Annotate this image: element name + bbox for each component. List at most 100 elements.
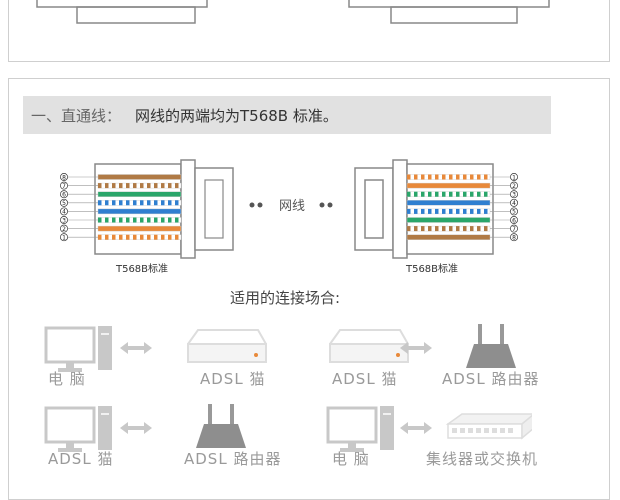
wire-stripe — [449, 191, 453, 197]
device-label: ADSL 猫 — [332, 370, 398, 388]
wire-stripe — [470, 208, 474, 214]
pin-marker — [60, 233, 68, 242]
switch-icon — [445, 413, 532, 440]
wire-stripe — [463, 191, 467, 197]
computer-icon — [326, 406, 394, 452]
wire-stripe — [140, 200, 144, 206]
cable-label: 网线 — [279, 199, 305, 214]
wire-stripe — [414, 191, 418, 197]
wire-stripe — [477, 174, 481, 180]
wire-stripe — [154, 200, 158, 206]
wire-stripe — [112, 217, 116, 223]
wire — [406, 200, 491, 206]
pin-number: 5 — [512, 209, 516, 216]
section-heading: 一、直通线： — [31, 106, 122, 125]
wire-stripe — [449, 226, 453, 232]
pin-marker — [60, 173, 68, 181]
wire-stripe — [175, 217, 179, 223]
wire-stripe — [435, 208, 439, 214]
wire-stripe — [105, 183, 109, 189]
wire-stripe — [161, 183, 165, 189]
wire-stripe — [484, 208, 488, 214]
pin-marker — [510, 181, 518, 190]
wire-stripe — [98, 234, 102, 240]
wire-stripe — [133, 183, 137, 189]
wire-stripe — [428, 191, 432, 197]
wire-stripe — [435, 174, 439, 180]
wire-stripe — [456, 208, 460, 214]
device-label: 电 脑 — [332, 450, 370, 468]
pin-number: 1 — [62, 235, 66, 242]
wire-stripe — [421, 174, 425, 180]
wire-stripe — [477, 226, 481, 232]
wire-stripe — [407, 191, 411, 197]
computer-icon — [44, 326, 112, 372]
wire-stripe — [154, 183, 158, 189]
wire-stripe — [470, 191, 474, 197]
wire-stripe — [119, 183, 123, 189]
wire-stripe — [414, 174, 418, 180]
bidirectional-arrow-icon — [120, 342, 152, 354]
section-header: 一、直通线： 网线的两端均为T568B 标准。 — [23, 96, 551, 134]
previous-panel — [8, 0, 610, 62]
wire-stripe — [161, 234, 165, 240]
computer-icon — [44, 406, 112, 452]
wire-stripe — [470, 226, 474, 232]
wire-stripe — [168, 200, 172, 206]
wire-stripe — [463, 226, 467, 232]
pin-number: 2 — [62, 226, 66, 233]
wire-stripe — [161, 200, 165, 206]
wire-stripe — [456, 226, 460, 232]
wire-stripe — [449, 208, 453, 214]
wire-stripe — [119, 200, 123, 206]
wire-stripe — [463, 174, 467, 180]
router-icon — [196, 404, 246, 448]
wire — [97, 191, 182, 197]
wire-stripe — [421, 208, 425, 214]
wire-stripe — [140, 183, 144, 189]
wire-stripe — [147, 200, 151, 206]
adsl-modem-icon — [187, 329, 267, 363]
pin-marker — [60, 207, 68, 216]
pin-number: 1 — [512, 174, 516, 181]
wire-stripe — [407, 208, 411, 214]
wire-stripe — [105, 234, 109, 240]
pin-number: 5 — [62, 200, 66, 207]
wire-stripe — [126, 183, 130, 189]
wire-stripe — [175, 234, 179, 240]
pin-number: 6 — [512, 217, 516, 224]
wire — [97, 174, 182, 180]
wire-stripe — [456, 174, 460, 180]
pin-number: 4 — [62, 209, 66, 216]
pin-marker — [60, 198, 68, 207]
wire-stripe — [428, 208, 432, 214]
device-label: ADSL 猫 — [48, 450, 114, 468]
wire-stripe — [168, 183, 172, 189]
wire — [406, 234, 491, 240]
wire-stripe — [442, 191, 446, 197]
pin-marker — [510, 224, 518, 233]
wire-stripe — [484, 226, 488, 232]
wire-stripe — [126, 234, 130, 240]
pin-number: 3 — [512, 192, 516, 199]
device-label: ADSL 猫 — [200, 370, 266, 388]
left-wires — [97, 174, 182, 240]
wire — [97, 225, 182, 232]
pin-number: 8 — [62, 174, 66, 181]
cable-ellipsis-right — [319, 202, 333, 208]
wire-stripe — [414, 226, 418, 232]
device-label: ADSL 路由器 — [442, 370, 540, 388]
wire-stripe — [470, 174, 474, 180]
device-label: 电 脑 — [48, 370, 86, 388]
wire-stripe — [140, 217, 144, 223]
wire-stripe — [98, 217, 102, 223]
wire-stripe — [428, 174, 432, 180]
wire-stripe — [442, 226, 446, 232]
wire-stripe — [119, 234, 123, 240]
wire-stripe — [98, 183, 102, 189]
pin-number: 8 — [512, 235, 516, 242]
wire-stripe — [147, 183, 151, 189]
pin-marker — [510, 216, 518, 224]
wire-stripe — [456, 191, 460, 197]
